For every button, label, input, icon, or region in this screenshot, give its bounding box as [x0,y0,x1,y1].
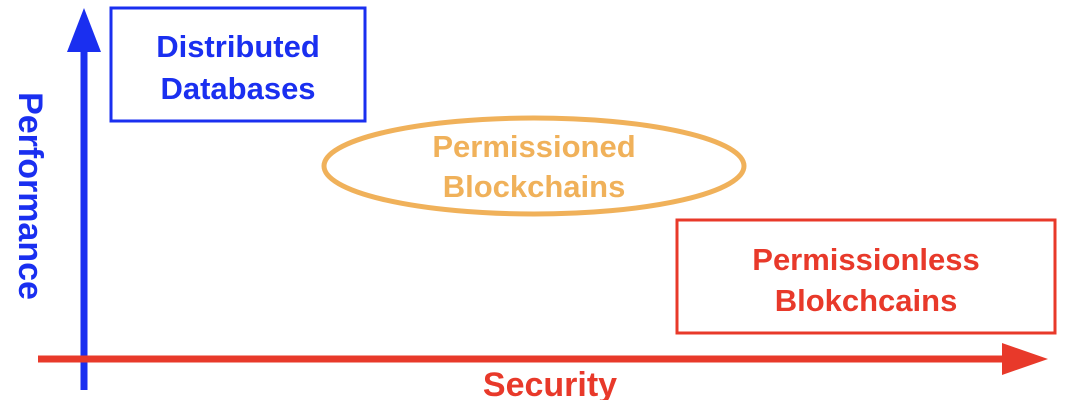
permissionless-blockchains-label-line2: Blokchcains [775,283,958,318]
distributed-databases-label-line2: Databases [160,71,315,106]
permissioned-blockchains-node: Permissioned Blockchains [321,115,747,217]
y-axis-label: Performance [11,92,49,300]
y-axis: Performance [11,8,101,390]
x-axis: Security [38,343,1048,400]
permissionless-blockchains-box [675,218,1057,335]
y-axis-arrowhead [67,8,101,52]
distributed-databases-box [109,6,367,123]
permissionless-blockchains-node: Permissionless Blokchcains [675,218,1057,335]
x-axis-arrowhead [1002,343,1048,375]
distributed-databases-node: Distributed Databases [109,6,367,123]
distributed-databases-label-line1: Distributed [156,29,320,64]
permissionless-blockchains-label-line1: Permissionless [752,242,979,277]
permissioned-blockchains-label-line1: Permissioned [432,129,635,164]
permissioned-blockchains-ellipse [321,115,747,217]
permissioned-blockchains-label-line2: Blockchains [443,169,626,204]
x-axis-label: Security [483,366,617,400]
